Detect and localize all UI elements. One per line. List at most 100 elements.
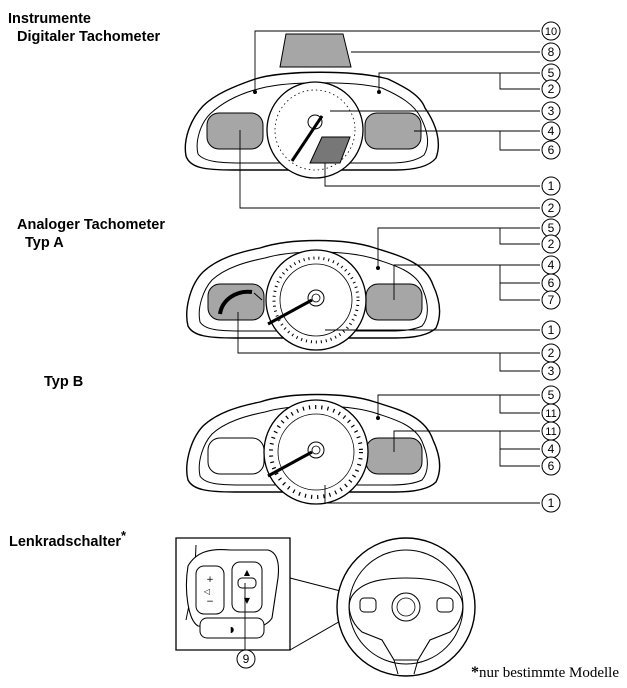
callout-label: 2	[548, 82, 555, 96]
callout: 8	[541, 42, 561, 62]
callout: 9	[236, 649, 256, 669]
callout: 10	[541, 21, 561, 41]
callout: 6	[541, 273, 561, 293]
dot-5	[376, 266, 380, 270]
callout-label: 2	[548, 346, 555, 360]
heading-analog: Analoger Tachometer Typ A	[17, 216, 165, 252]
heading-analog-text: Analoger Tachometer	[17, 217, 165, 233]
heading-lenkrad-asterisk: *	[121, 528, 127, 543]
callout-label: 5	[548, 221, 555, 235]
callout: 11	[541, 403, 561, 423]
heading-typ-a: Typ A	[25, 235, 64, 251]
callout-label: 7	[548, 293, 555, 307]
dot-10	[253, 90, 257, 94]
callout-label: 3	[548, 104, 555, 118]
footnote: *nur bestimmte Modelle	[471, 664, 619, 682]
typ-b-leaders	[324, 394, 540, 504]
callout-label: 11	[545, 408, 556, 420]
callout: 7	[541, 290, 561, 310]
display-8	[279, 33, 352, 68]
tacho-ring	[266, 81, 364, 179]
callout-label: 6	[548, 459, 555, 473]
tacho-needle	[290, 115, 324, 162]
callout: 5	[541, 63, 561, 83]
callout-label: 4	[548, 442, 555, 456]
callout: 4	[541, 439, 561, 459]
callout: 6	[541, 140, 561, 160]
callout-label: 8	[548, 45, 555, 59]
steering-wheel	[336, 537, 476, 677]
heading-instrumente-text: Instrumente	[8, 11, 91, 27]
volume-switch	[195, 565, 225, 615]
callout-label: 3	[548, 364, 555, 378]
typ-b-inner	[198, 405, 428, 486]
callout-label: 5	[548, 66, 555, 80]
steering-switch-detail: + − ◁ ▲ ▼ ◗ 9	[175, 537, 357, 669]
heading-digital: Digitaler Tachometer	[17, 29, 161, 45]
heading-lenkrad-text: Lenkradschalter	[9, 533, 122, 550]
digital-callouts: 10 8 5 2 3 4 6 1 2	[541, 21, 561, 218]
digital-cluster-inner	[196, 82, 429, 164]
callout-label: 1	[548, 179, 555, 193]
heading-lenkrad: Lenkradschalter*	[9, 527, 126, 551]
callout: 5	[541, 385, 561, 405]
callout-label: 2	[548, 201, 555, 215]
display-1	[309, 136, 351, 164]
tacho-hub-inner	[311, 293, 321, 303]
callout: 1	[541, 493, 561, 513]
callout: 4	[541, 121, 561, 141]
fuel-gauge-arc-mark	[253, 292, 263, 301]
typ-b-callouts: 5 11 11 4 6 1	[541, 385, 561, 513]
panel-left	[207, 283, 265, 321]
wheel-switch-right	[436, 597, 454, 613]
digital-cluster	[184, 30, 540, 209]
callout-label: 4	[548, 124, 555, 138]
footnote-text: nur bestimmte Modelle	[479, 665, 619, 681]
callout: 2	[541, 198, 561, 218]
callout-label: 10	[545, 26, 557, 38]
wheel-switch-left	[359, 597, 377, 613]
panel-right	[364, 112, 422, 150]
speaker-icon: ◁	[203, 587, 210, 596]
callout-label: 9	[243, 652, 250, 666]
fuel-gauge-arc	[218, 289, 253, 315]
up-arrow-icon: ▲	[244, 568, 251, 577]
tacho-needle	[267, 450, 313, 478]
tacho-needle	[267, 298, 313, 326]
panel-left	[206, 112, 264, 150]
talk-icon: ◗	[230, 625, 234, 634]
callout: 4	[541, 255, 561, 275]
wheel-spoke-lower	[393, 659, 419, 675]
typ-a-leaders	[237, 227, 540, 372]
callout-label: 1	[548, 323, 555, 337]
tacho-scale	[272, 256, 360, 344]
down-arrow-icon: ▼	[244, 596, 251, 605]
info-button	[237, 577, 257, 589]
callout: 3	[541, 101, 561, 121]
footnote-mark: *	[471, 664, 480, 681]
talk-button	[199, 617, 265, 639]
volume-plus-icon: +	[206, 575, 214, 585]
tacho-scale	[269, 405, 363, 499]
callout: 2	[541, 79, 561, 99]
typ-a-inner	[198, 251, 428, 332]
typ-b-cluster	[186, 393, 540, 505]
callout-label: 6	[548, 143, 555, 157]
typ-a-callouts: 5 2 4 6 7 1 2 3	[541, 218, 561, 381]
digital-leaders	[239, 30, 540, 209]
callout: 2	[541, 343, 561, 363]
typ-a-cluster	[186, 227, 540, 372]
dot-5	[377, 90, 381, 94]
callout: 1	[541, 320, 561, 340]
callout-label: 5	[548, 388, 555, 402]
callout: 6	[541, 456, 561, 476]
volume-minus-icon: −	[206, 597, 214, 607]
heading-instrumente: Instrumente Digitaler Tachometer	[8, 10, 160, 46]
dot-5	[376, 416, 380, 420]
callout: 1	[541, 176, 561, 196]
callout-label: 6	[548, 276, 555, 290]
callout-label: 4	[548, 258, 555, 272]
panel-left	[207, 437, 265, 475]
callout-label: 1	[548, 496, 555, 510]
